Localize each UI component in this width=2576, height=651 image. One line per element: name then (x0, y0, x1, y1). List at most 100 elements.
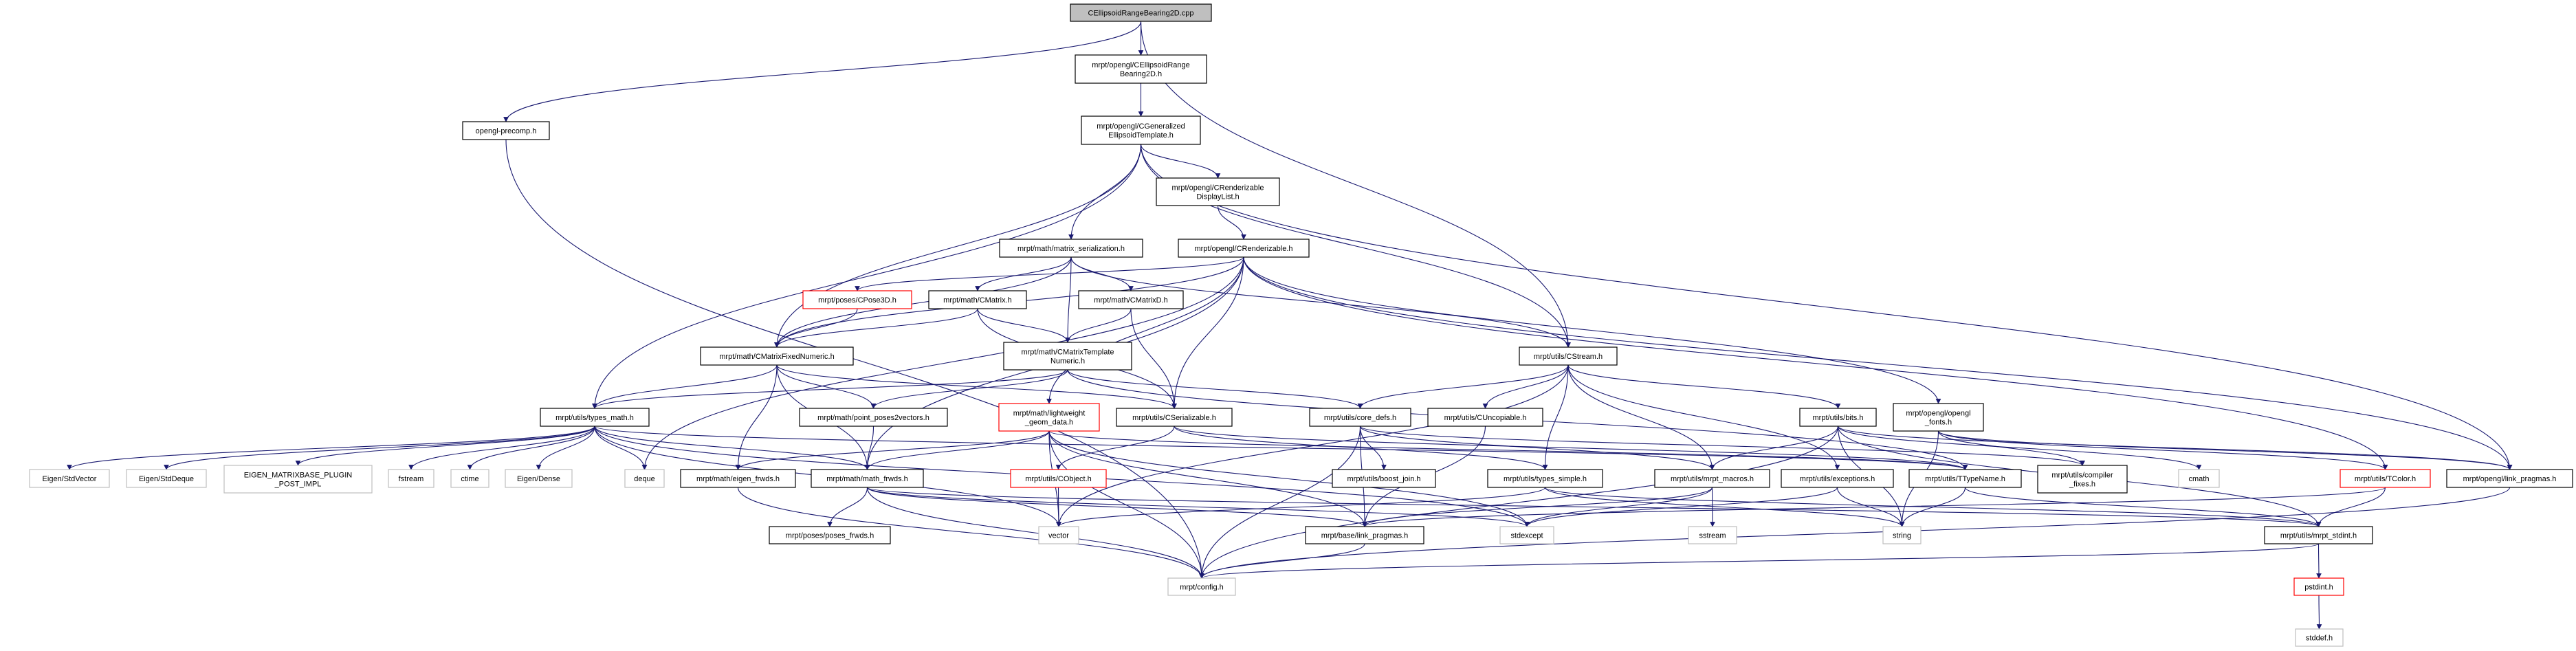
node-label: mrpt/math/CMatrixD.h (1094, 296, 1168, 305)
node-box (2340, 469, 2431, 488)
edge-cget-to-crdl (1140, 144, 1221, 179)
node-mfrwds[interactable]: mrpt/math/math_frwds.h (811, 469, 924, 488)
node-cstream[interactable]: mrpt/utils/CStream.h (1519, 346, 1618, 366)
edge-crend-to-cser (1171, 256, 1244, 409)
node-label: EllipsoidTemplate.h (1108, 131, 1174, 140)
node-root[interactable]: CEllipsoidRangeBearing2D.cpp (1070, 3, 1212, 22)
node-tsimple[interactable]: mrpt/utils/types_simple.h (1487, 469, 1603, 488)
node-box (1487, 469, 1603, 488)
node-macros[interactable]: mrpt/utils/mrpt_macros.h (1654, 469, 1770, 488)
node-label: ctime (461, 475, 478, 483)
edge-cser-to-ttn (1174, 426, 1968, 470)
node-cerb[interactable]: mrpt/opengl/CEllipsoidRangeBearing2D.h (1075, 54, 1207, 84)
node-cobj[interactable]: mrpt/utils/CObject.h (1010, 469, 1107, 488)
node-bits[interactable]: mrpt/utils/bits.h (1799, 408, 1877, 427)
edge-tmath-to-fstream (408, 426, 595, 470)
edge-pp2v-to-mfrwds (864, 426, 874, 470)
node-box (624, 469, 665, 488)
node-box (1010, 469, 1107, 488)
edge-tmath-to-mfrwds (594, 426, 870, 470)
node-cmatrixd[interactable]: mrpt/math/CMatrixD.h (1078, 290, 1184, 309)
node-label: CEllipsoidRangeBearing2D.cpp (1088, 10, 1193, 18)
node-crend[interactable]: mrpt/opengl/CRenderizable.h (1178, 239, 1310, 258)
node-label: mrpt/utils/TColor.h (2355, 475, 2416, 483)
node-blink[interactable]: mrpt/base/link_pragmas.h (1305, 526, 1424, 544)
node-fonts[interactable]: mrpt/opengl/opengl_fonts.h (1893, 403, 1984, 432)
node-label: mrpt/poses/poses_frwds.h (786, 532, 874, 540)
edge-tmath-to-sdeq (164, 426, 595, 470)
node-box (1156, 177, 1280, 206)
node-stdint[interactable]: mrpt/utils/mrpt_stdint.h (2264, 526, 2373, 544)
edge-core-to-macros (1359, 426, 1715, 470)
node-bjoin[interactable]: mrpt/utils/boost_join.h (1332, 469, 1436, 488)
node-ctime: ctime (450, 469, 489, 488)
edge-cmatrix-to-cmfn (774, 308, 978, 348)
edge-core-to-cfix (1359, 426, 2085, 466)
node-box (2293, 577, 2344, 596)
edge-cmfn-to-pp2v (776, 364, 877, 409)
node-precomp[interactable]: opengl-precomp.h (462, 121, 550, 140)
node-label: mrpt/opengl/opengl (1906, 410, 1970, 418)
edge-mfrwds-to-pfrwds (827, 487, 868, 527)
edge-mser-to-cstream (1070, 256, 1571, 348)
node-efrwds[interactable]: mrpt/math/eigen_frwds.h (680, 469, 796, 488)
node-mser[interactable]: mrpt/math/matrix_serialization.h (999, 239, 1143, 258)
node-gllink[interactable]: mrpt/opengl/link_pragmas.h (2446, 469, 2573, 488)
edge-mfrwds-to-config (866, 487, 1204, 579)
node-label: Eigen/Dense (517, 475, 560, 483)
node-ttn[interactable]: mrpt/utils/TTypeName.h (1908, 469, 2022, 488)
node-box (811, 469, 924, 488)
node-label: mrpt/utils/CUncopiable.h (1444, 414, 1527, 422)
nodes-layer: CEllipsoidRangeBearing2D.cpp opengl-preco… (29, 3, 2573, 647)
node-pstdint[interactable]: pstdint.h (2293, 577, 2344, 596)
node-cfix[interactable]: mrpt/utils/compiler_fixes.h (2037, 465, 2128, 494)
edge-crend-to-lgd (1046, 256, 1244, 404)
node-core[interactable]: mrpt/utils/core_defs.h (1309, 408, 1411, 427)
node-cmatrix[interactable]: mrpt/math/CMatrix.h (928, 290, 1027, 309)
node-lgd[interactable]: mrpt/math/lightweight_geom_data.h (998, 403, 1100, 432)
node-label: sstream (1699, 532, 1726, 540)
node-label: mrpt/base/link_pragmas.h (1321, 532, 1409, 540)
edge-efrwds-to-config (737, 487, 1204, 579)
edge-crdl-to-crend (1217, 205, 1246, 240)
node-label: Eigen/StdDeque (139, 475, 194, 483)
node-cunc[interactable]: mrpt/utils/CUncopiable.h (1427, 408, 1543, 427)
node-box (700, 346, 854, 366)
edge-fonts-to-cfix (1937, 430, 2085, 466)
node-tmath[interactable]: mrpt/utils/types_math.h (540, 408, 650, 427)
edge-cmtn-to-core (1067, 369, 1363, 409)
node-box (1075, 54, 1207, 84)
edge-stdint-to-pstdint (2316, 543, 2322, 579)
node-cget[interactable]: mrpt/opengl/CGeneralizedEllipsoidTemplat… (1081, 115, 1201, 145)
node-box (450, 469, 489, 488)
node-pp2v[interactable]: mrpt/math/point_poses2vectors.h (799, 408, 948, 427)
edge-ttn-to-string (1899, 487, 1966, 527)
edge-lgd-to-mfrwds (864, 430, 1050, 470)
edge-mfrwds-to-blink (866, 487, 1367, 527)
edge-lgd-to-efrwds (735, 430, 1050, 470)
edge-crend-to-cpose (855, 256, 1244, 291)
edge-pstdint-to-stddef (2316, 595, 2322, 630)
node-box (1799, 408, 1877, 427)
edge-cmfn-to-efrwds (735, 364, 778, 470)
node-box (680, 469, 796, 488)
node-box (2037, 465, 2128, 494)
node-label: opengl-precomp.h (476, 127, 537, 135)
node-exc[interactable]: mrpt/utils/exceptions.h (1781, 469, 1894, 488)
node-cpose[interactable]: mrpt/poses/CPose3D.h (802, 290, 912, 309)
edge-crend-to-tcolor (1243, 256, 2388, 470)
node-label: stdexcept (1510, 532, 1543, 540)
node-tcolor[interactable]: mrpt/utils/TColor.h (2340, 469, 2431, 488)
node-box (1078, 290, 1184, 309)
edge-tsimple-to-string (1544, 487, 1905, 527)
edge-tcolor-to-blink (1362, 487, 2386, 527)
node-label: Numeric.h (1050, 357, 1085, 366)
node-cmfn[interactable]: mrpt/math/CMatrixFixedNumeric.h (700, 346, 854, 366)
node-box (2295, 628, 2344, 647)
node-pfrwds[interactable]: mrpt/poses/poses_frwds.h (769, 526, 891, 544)
node-label: DisplayList.h (1196, 193, 1239, 201)
node-cser[interactable]: mrpt/utils/CSerializable.h (1116, 408, 1233, 427)
